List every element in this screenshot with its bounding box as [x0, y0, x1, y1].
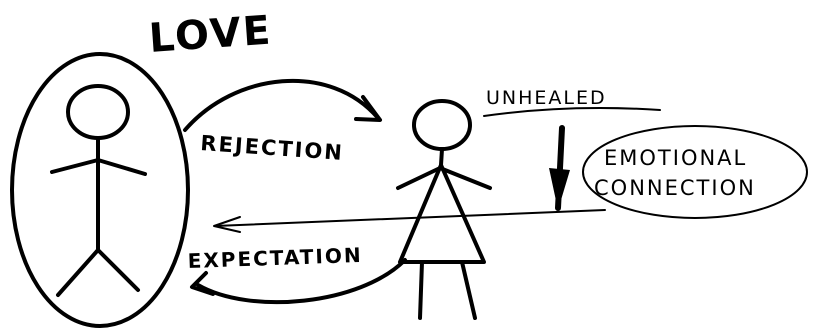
diagram-title: LOVE [147, 7, 273, 61]
connection-return-line [214, 209, 606, 227]
right-figure-head [412, 99, 472, 151]
left-figure-arms [50, 158, 147, 176]
connection-label: CONNECTION [594, 176, 756, 200]
left-figure-legs [56, 248, 140, 297]
rejection-arrow-curve [183, 78, 380, 132]
unhealed-label: UNHEALED [486, 87, 607, 109]
connection-return-head [213, 216, 241, 233]
right-figure-neck [439, 147, 444, 167]
rejection-label: REJECTION [200, 131, 345, 165]
right-figure-dress [398, 163, 486, 264]
left-stick-figure [50, 84, 147, 297]
expectation-arrow-curve [196, 258, 407, 305]
emotional-connection-bubble [582, 125, 808, 219]
down-arrow [549, 125, 570, 211]
right-stick-figure [396, 99, 492, 320]
left-oval [10, 52, 190, 328]
expectation-label: EXPECTATION [187, 243, 363, 273]
expectation-arrow-head [190, 271, 215, 296]
unhealed-underline [483, 107, 661, 117]
expectation-arrow [190, 258, 407, 305]
connection-return-arrow [213, 209, 606, 233]
rejection-arrow-head [354, 95, 382, 122]
rejection-arrow [183, 78, 382, 132]
right-figure-legs [418, 260, 477, 320]
down-arrow-head [549, 168, 570, 210]
left-figure-head [66, 84, 130, 140]
emotional-label: EMOTIONAL [604, 146, 747, 170]
